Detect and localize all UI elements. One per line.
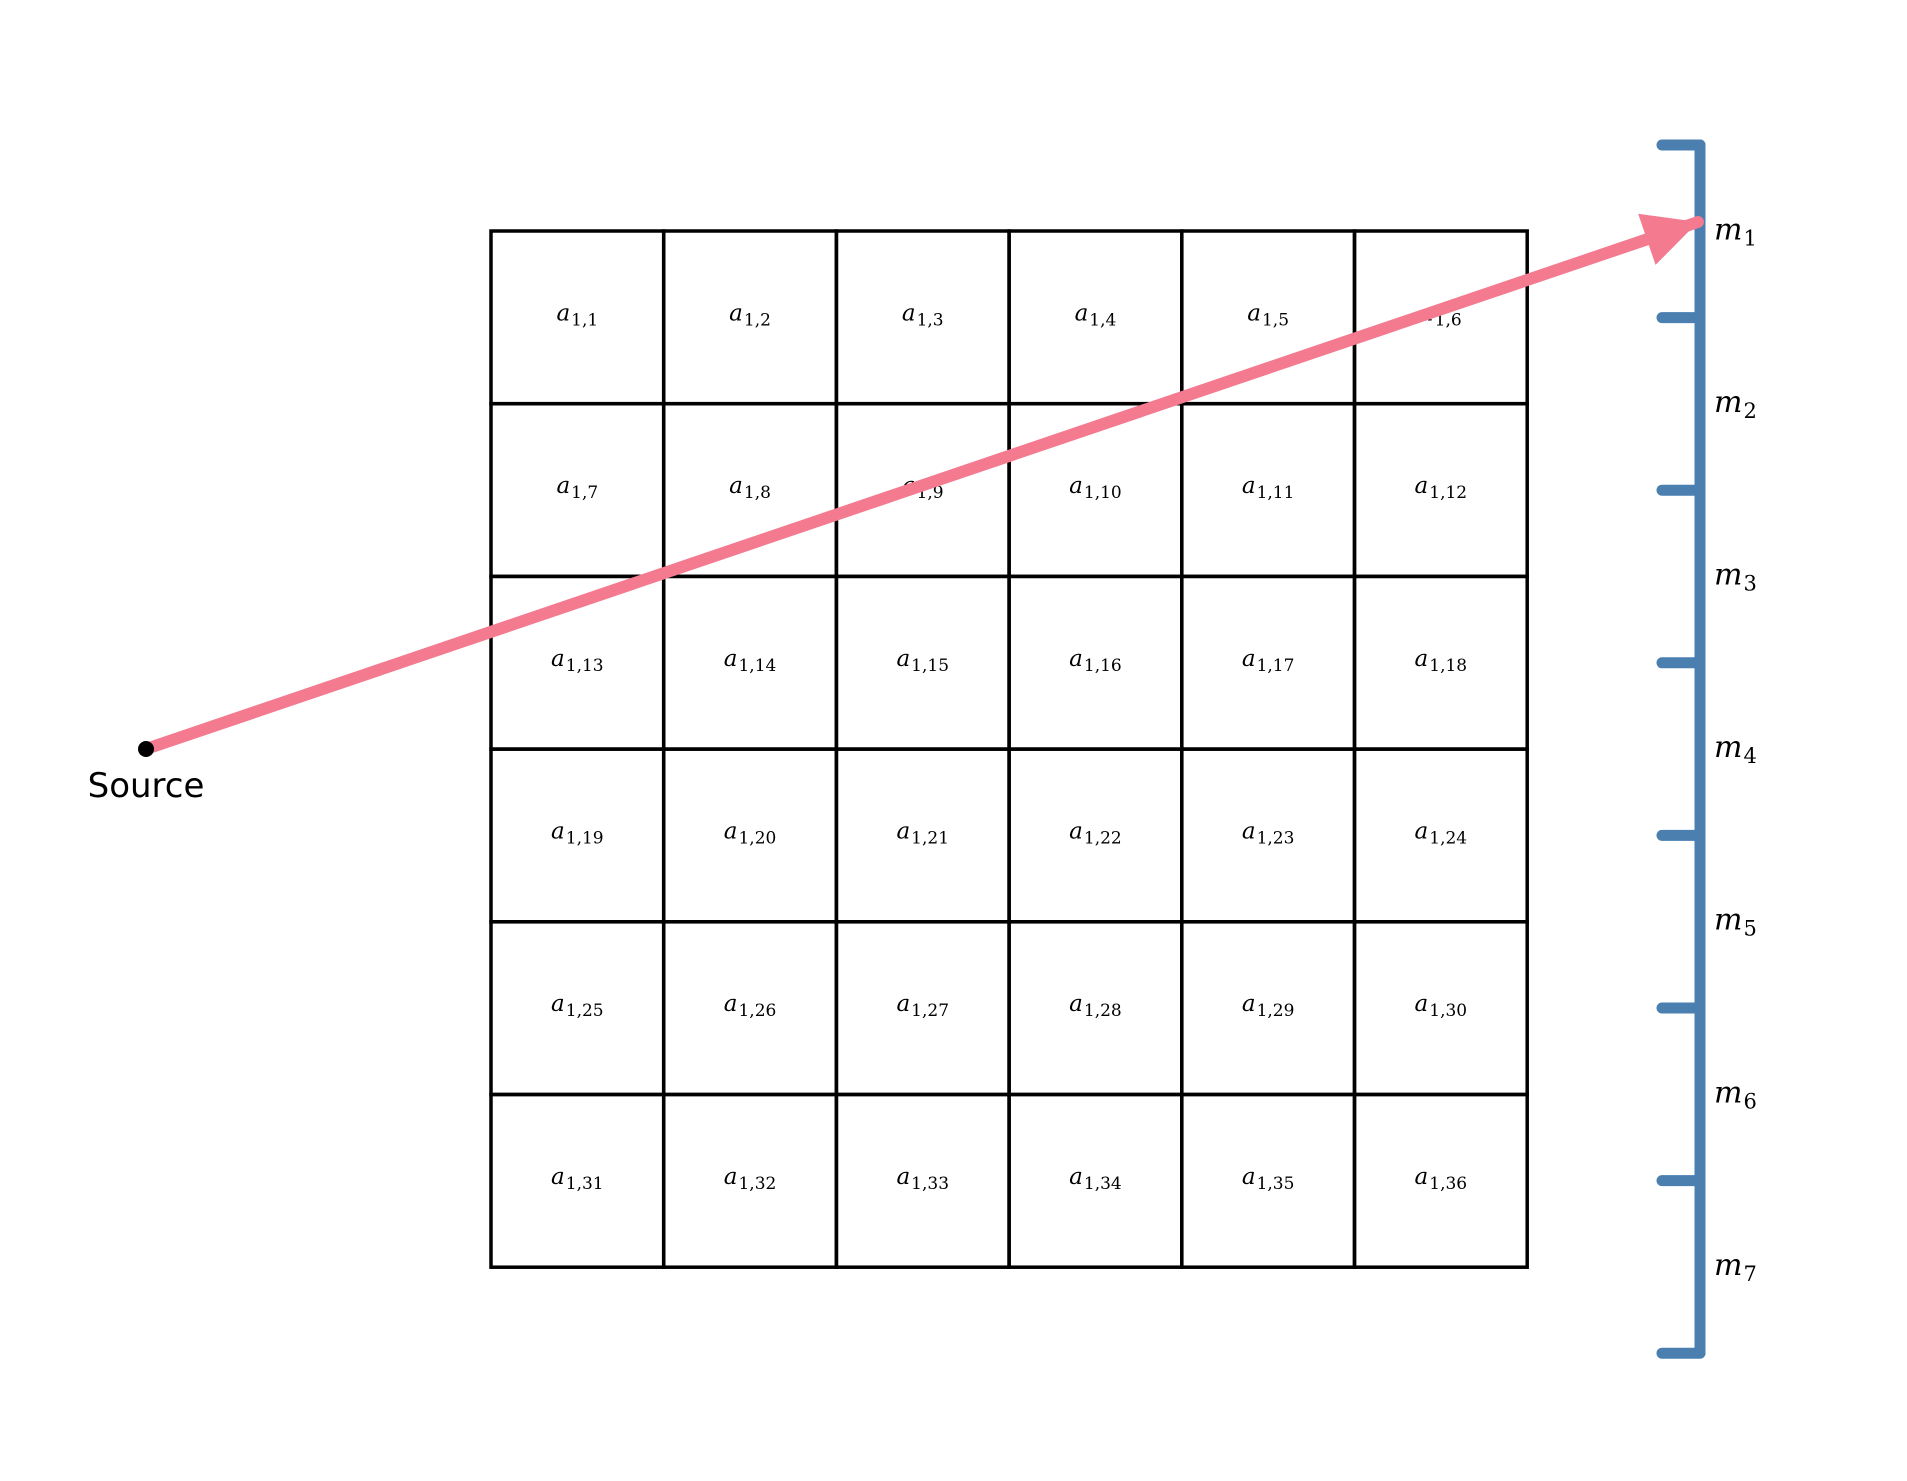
detector-segment-label: m7 — [1714, 1248, 1757, 1286]
detector-bar: m1 m2 m3 m4 m5 m6 m7 — [1656, 139, 1757, 1359]
cell-label: a1,30 — [1415, 991, 1468, 1021]
cell-label: a1,36 — [1415, 1164, 1468, 1194]
cell-label: a1,34 — [1069, 1164, 1122, 1194]
cell-label: a1,19 — [551, 818, 604, 848]
cell-label: a1,22 — [1069, 818, 1122, 848]
cell-label: a1,5 — [1247, 300, 1289, 330]
cell-label: a1,31 — [551, 1164, 604, 1194]
cell-label: a1,17 — [1242, 646, 1295, 676]
cell-label: a1,21 — [896, 818, 949, 848]
cell-label: a1,4 — [1075, 300, 1117, 330]
detector-segment-label: m1 — [1714, 212, 1757, 250]
cell-label: a1,10 — [1069, 473, 1122, 503]
cell-label: a1,13 — [551, 646, 604, 676]
cell-label: a1,28 — [1069, 991, 1122, 1021]
detector-segment-label: m4 — [1714, 730, 1757, 768]
cell-label: a1,8 — [729, 473, 771, 503]
cell-label: a1,7 — [556, 473, 598, 503]
detector-segment-label: m2 — [1714, 385, 1757, 423]
cell-label: a1,27 — [896, 991, 949, 1021]
cell-label: a1,16 — [1069, 646, 1122, 676]
source-point — [138, 741, 154, 757]
cell-label: a1,3 — [902, 300, 944, 330]
cell-label: a1,33 — [896, 1164, 949, 1194]
cell-label: a1,11 — [1242, 473, 1295, 503]
cell-label: a1,14 — [724, 646, 777, 676]
cell-label: a1,15 — [896, 646, 949, 676]
cell-label: a1,2 — [729, 300, 771, 330]
cell-label: a1,1 — [556, 300, 598, 330]
cell-label: a1,32 — [724, 1164, 777, 1194]
cell-label: a1,23 — [1242, 818, 1295, 848]
source-label: Source — [88, 766, 205, 806]
detector-segment-label: m3 — [1714, 558, 1757, 596]
cell-label: a1,29 — [1242, 991, 1295, 1021]
cell-label: a1,18 — [1415, 646, 1468, 676]
detector-segment-label: m5 — [1714, 903, 1757, 941]
cell-label: a1,25 — [551, 991, 604, 1021]
cell-label: a1,12 — [1415, 473, 1468, 503]
ray-arrow — [140, 213, 1704, 755]
cell-label: a1,26 — [724, 991, 777, 1021]
pixel-grid: a1,1a1,2a1,3a1,4a1,5a1,6a1,7a1,8a1,9a1,1… — [489, 229, 1529, 1269]
cell-label: a1,24 — [1415, 818, 1468, 848]
cell-label: a1,20 — [724, 818, 777, 848]
detector-segment-label: m6 — [1714, 1075, 1757, 1113]
grid-cell — [1352, 1092, 1529, 1269]
cell-label: a1,35 — [1242, 1164, 1295, 1194]
